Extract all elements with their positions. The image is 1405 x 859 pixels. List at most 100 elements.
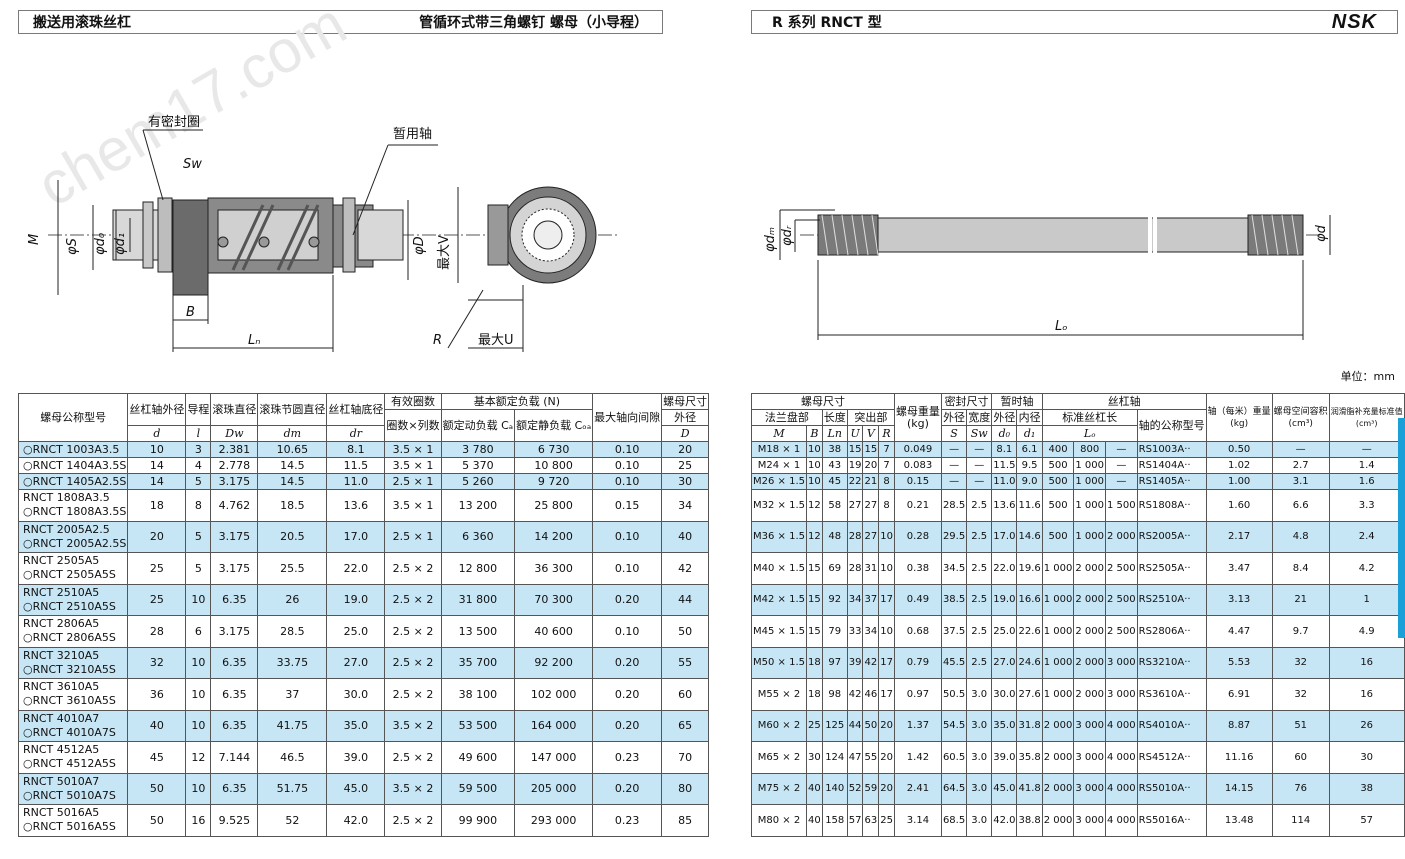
rcell-Sw: 2.5 (966, 489, 993, 522)
rcell-L2: 1 000 (1073, 520, 1107, 553)
col-model: 螺母公称型号 (17, 393, 129, 442)
rcell-B: 30 (806, 741, 823, 774)
nut-model: ○RNCT 1405A2.5S (23, 474, 127, 488)
rcell-U: 47 (846, 741, 864, 774)
rcell-w: 0.15 (893, 473, 942, 490)
cell-bl: 0.10 (592, 441, 663, 458)
rcell-V: 21 (862, 473, 880, 490)
rcell-L3: 4 000 (1105, 804, 1138, 837)
cell-ca: 59 500 (440, 772, 516, 805)
nut-model-cell: RNCT 3610A5○RNCT 3610A5S (17, 678, 129, 711)
rcell-U: 42 (846, 678, 864, 711)
cell-d: 40 (127, 709, 187, 742)
rcell-gr: 16 (1328, 646, 1405, 679)
rcell-d1: 38.8 (1016, 804, 1043, 837)
nut-model: RNCT 5010A7 (23, 774, 100, 788)
rcell-d1: 9.5 (1016, 457, 1043, 474)
cell-bl: 0.23 (592, 741, 663, 774)
rcell-sm: RS3610A·· (1136, 678, 1207, 711)
rcell-V: 63 (862, 804, 880, 837)
cell-l: 4 (185, 457, 212, 474)
rcell-U: 19 (846, 457, 864, 474)
col-root: 丝杠轴底径 (326, 393, 386, 426)
nut-model: RNCT 4010A7 (23, 711, 100, 725)
rcell-sw: 6.91 (1205, 678, 1273, 711)
cell-D: 60 (661, 678, 710, 711)
rcell-L2: 1 000 (1073, 489, 1107, 522)
cell-l: 6 (185, 615, 212, 648)
cell-c: 3.5 × 1 (384, 489, 442, 522)
rcell-S: 34.5 (940, 552, 968, 585)
cell-ca: 6 360 (440, 520, 516, 553)
rcell-L1: 2 000 (1041, 709, 1075, 742)
nut-model-seal: ○RNCT 4512A5S (23, 757, 116, 771)
cell-coa: 9 720 (514, 473, 594, 490)
phid-right-label: φd (1314, 224, 1329, 242)
cell-c: 2.5 × 2 (384, 552, 442, 585)
rcell-S: — (940, 457, 968, 474)
rcell-sm: RS3210A·· (1136, 646, 1207, 679)
rcell-sm: RS5016A·· (1136, 804, 1207, 837)
rcell-V: 27 (862, 520, 880, 553)
rcell-Sw: 2.5 (966, 583, 993, 616)
rcell-U: 57 (846, 804, 864, 837)
rcell-S: 64.5 (940, 772, 968, 805)
cell-D: 50 (661, 615, 710, 648)
cell-dm: 26 (257, 583, 328, 616)
rsym-B: B (806, 425, 823, 442)
rcell-L1: 1 000 (1041, 552, 1075, 585)
rcell-R: 10 (878, 520, 895, 553)
cell-dm: 20.5 (257, 520, 328, 553)
rsym-U: U (846, 425, 864, 442)
cell-l: 10 (185, 772, 212, 805)
nsk-logo: NSK (1331, 10, 1377, 33)
rcell-sw: 0.50 (1205, 441, 1273, 458)
cell-dm: 18.5 (257, 489, 328, 522)
rcell-M: M36 × 1.5 (751, 520, 807, 553)
rcell-L2: 3 000 (1073, 772, 1107, 805)
cell-coa: 14 200 (514, 520, 594, 553)
rcell-sw: 2.17 (1205, 520, 1273, 553)
rcell-Ln: 97 (821, 646, 848, 679)
rcell-L1: 500 (1041, 457, 1075, 474)
left-header-bar: 搬送用滚珠丝杠 管循环式带三角螺钉 螺母（小导程） (18, 10, 663, 34)
sym-dw: Dw (210, 425, 259, 442)
rsym-Sw: Sw (966, 425, 993, 442)
rcell-d1: 31.8 (1016, 709, 1043, 742)
right-header-bar: R 系列 RNCT 型 NSK (751, 10, 1398, 34)
rcell-L2: 2 000 (1073, 552, 1107, 585)
cell-D: 65 (661, 709, 710, 742)
rcell-L3: 3 000 (1105, 646, 1138, 679)
rcol-grease: 润滑脂补充量标准值(cm³) (1328, 393, 1405, 442)
rcell-V: 50 (862, 709, 880, 742)
rcell-sm: RS2005A·· (1136, 520, 1207, 553)
unit-label: 单位：mm (1340, 370, 1395, 383)
rcell-M: M75 × 2 (751, 772, 807, 805)
cell-D: 25 (661, 457, 710, 474)
rsym-S: S (940, 425, 968, 442)
rcell-gr: 30 (1328, 741, 1405, 774)
nut-model-cell: ○RNCT 1404A3.5S (17, 457, 129, 474)
rcell-R: 7 (878, 441, 895, 458)
col-ball: 滚珠直径 (210, 393, 259, 426)
rcell-B: 12 (806, 520, 823, 553)
rcell-d1: 11.6 (1016, 489, 1043, 522)
cell-d: 25 (127, 583, 187, 616)
cell-D: 44 (661, 583, 710, 616)
rcell-S: 60.5 (940, 741, 968, 774)
rcell-d1: 16.6 (1016, 583, 1043, 616)
cell-l: 5 (185, 473, 212, 490)
right-header-title: R 系列 RNCT 型 (772, 15, 882, 31)
rcell-sw: 1.02 (1205, 457, 1273, 474)
cell-dm: 14.5 (257, 457, 328, 474)
cell-dm: 52 (257, 804, 328, 837)
rsym-Lo: Lₒ (1041, 425, 1138, 442)
cell-d: 32 (127, 646, 187, 679)
cell-c: 3.5 × 1 (384, 457, 442, 474)
rcol-seal: 密封尺寸 (940, 393, 993, 410)
cell-dw: 3.175 (210, 520, 259, 553)
